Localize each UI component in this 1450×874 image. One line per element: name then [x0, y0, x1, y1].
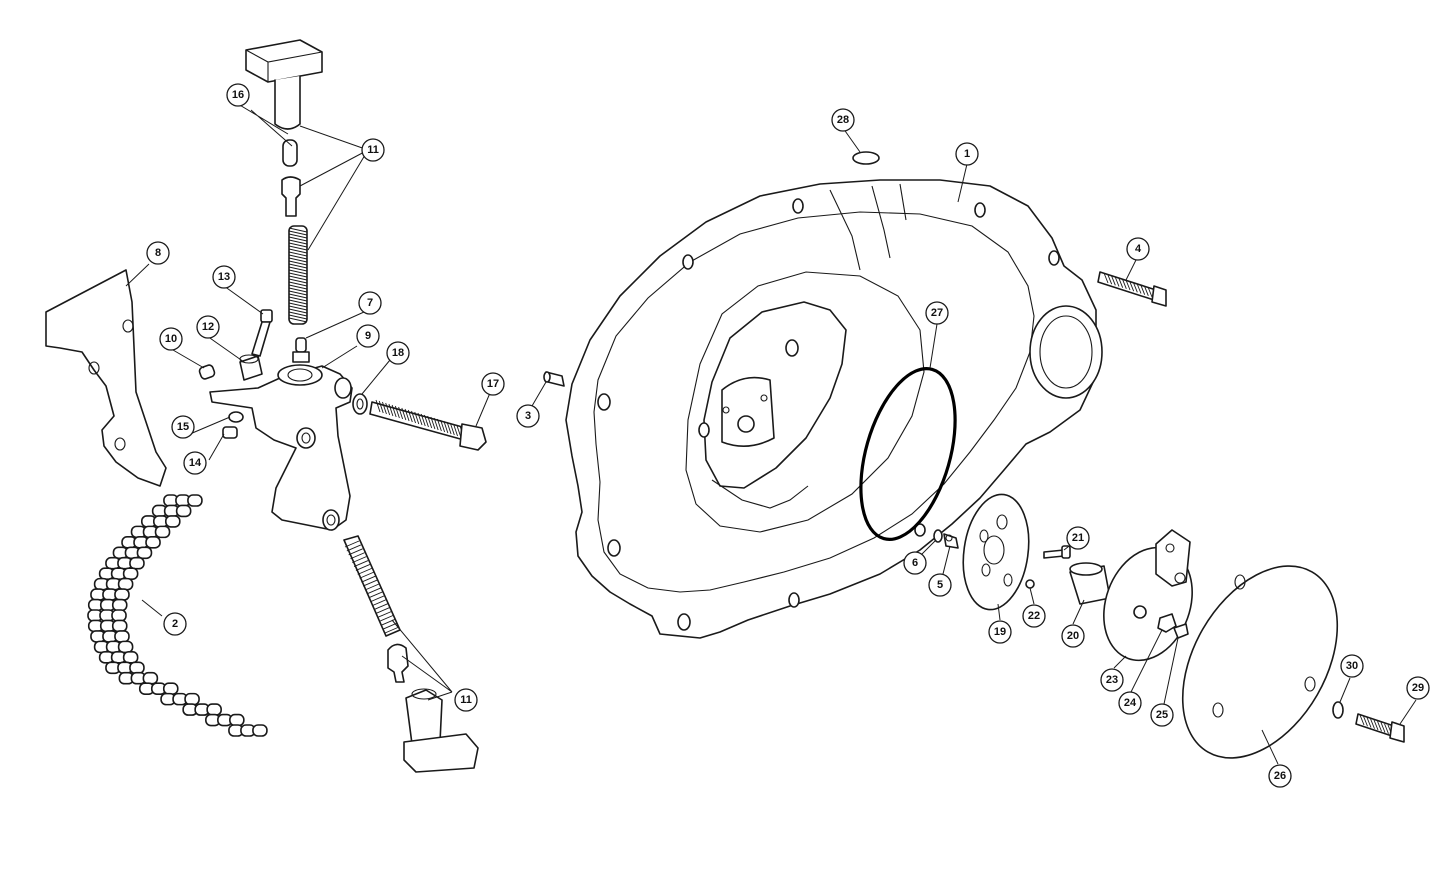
- callout-8-label: 8: [155, 247, 161, 259]
- callout-9-label: 9: [365, 330, 371, 342]
- callout-1-label: 1: [964, 148, 970, 160]
- callout-28: 28: [831, 108, 855, 132]
- callout-24-label: 24: [1124, 697, 1137, 709]
- callout-17: 17: [481, 372, 505, 396]
- callout-26-label: 26: [1274, 770, 1286, 782]
- callout-7-label: 7: [367, 297, 373, 309]
- callout-13: 13: [212, 265, 236, 289]
- callout-29: 29: [1406, 676, 1430, 700]
- lower-plunger-part: [387, 643, 409, 683]
- lower-tensioner-pad: [403, 688, 479, 773]
- upper-threaded-rod: [288, 225, 308, 325]
- callout-10: 10: [159, 327, 183, 351]
- small-washer-22: [1025, 579, 1035, 589]
- pin-part: [282, 139, 298, 167]
- callout-19: 19: [988, 620, 1012, 644]
- primary-cover: [565, 179, 1103, 639]
- plunger-part: [281, 176, 301, 217]
- grease-nipple: [292, 337, 310, 363]
- callout-16: 16: [226, 83, 250, 107]
- leader-lines: [125, 103, 1417, 765]
- callout-12: 12: [196, 315, 220, 339]
- callout-26: 26: [1268, 764, 1292, 788]
- callout-19-label: 19: [994, 626, 1006, 638]
- washer-18-part: [352, 393, 368, 415]
- callout-21: 21: [1066, 526, 1090, 550]
- callout-4-label: 4: [1135, 243, 1142, 255]
- callout-4: 4: [1126, 237, 1150, 261]
- nut-5-part: [943, 533, 959, 549]
- callout-6: 6: [903, 551, 927, 575]
- callout-3: 3: [516, 404, 540, 428]
- callout-7: 7: [358, 291, 382, 315]
- upper-tensioner-pad: [245, 39, 323, 130]
- inspection-cover-disc: [1181, 565, 1339, 759]
- dowel-part: [543, 371, 565, 387]
- lower-threaded-rod: [343, 535, 401, 637]
- bolt-21-part: [1043, 545, 1071, 559]
- callout-25-label: 25: [1156, 709, 1168, 721]
- bolt-13-part: [251, 309, 273, 357]
- washer-6-part: [933, 529, 943, 543]
- cap-screw-29: [1355, 713, 1405, 743]
- callout-1: 1: [955, 142, 979, 166]
- callout-30-label: 30: [1346, 660, 1358, 672]
- callout-14: 14: [183, 451, 207, 475]
- o-ring: [859, 367, 957, 541]
- callout-11-lower-label: 11: [460, 694, 472, 706]
- rotor-plate: [962, 493, 1030, 611]
- callout-13-label: 13: [218, 271, 230, 283]
- chain-guide-plate: [45, 269, 167, 487]
- cap-screw-4: [1097, 271, 1167, 307]
- callout-23-label: 23: [1106, 674, 1118, 686]
- callout-15-label: 15: [177, 421, 189, 433]
- callout-20: 20: [1061, 624, 1085, 648]
- callout-22: 22: [1022, 604, 1046, 628]
- callout-9: 9: [356, 324, 380, 348]
- nut-14-part: [222, 426, 238, 439]
- callout-5: 5: [928, 573, 952, 597]
- spacer-sleeve: [1069, 562, 1111, 605]
- callout-25: 25: [1150, 703, 1174, 727]
- callout-29-label: 29: [1412, 682, 1424, 694]
- callout-30: 30: [1340, 654, 1364, 678]
- callout-2-label: 2: [172, 618, 178, 630]
- callout-22-label: 22: [1028, 610, 1040, 622]
- callout-3-label: 3: [525, 410, 531, 422]
- callout-11-upper: 11: [361, 138, 385, 162]
- drive-chain: [87, 494, 268, 737]
- callout-8: 8: [146, 241, 170, 265]
- callout-11-lower: 11: [454, 688, 478, 712]
- callout-15: 15: [171, 415, 195, 439]
- callout-16-label: 16: [232, 89, 244, 101]
- grub-screw-part: [198, 364, 216, 380]
- callout-27-label: 27: [931, 307, 943, 319]
- callout-23: 23: [1100, 668, 1124, 692]
- callout-14-label: 14: [189, 457, 202, 469]
- nut-24-part: [1157, 613, 1177, 633]
- callout-6-label: 6: [912, 557, 918, 569]
- callout-11-upper-label: 11: [367, 144, 379, 156]
- small-seal-ring: [852, 151, 880, 165]
- callout-18-label: 18: [392, 347, 404, 359]
- callout-10-label: 10: [165, 333, 177, 345]
- callout-5-label: 5: [937, 579, 943, 591]
- callout-12-label: 12: [202, 321, 214, 333]
- callout-20-label: 20: [1067, 630, 1079, 642]
- callout-2: 2: [163, 612, 187, 636]
- callout-28-label: 28: [837, 114, 849, 126]
- contact-breaker-plate: [1103, 529, 1193, 662]
- callout-17-label: 17: [487, 378, 499, 390]
- callout-21-label: 21: [1072, 532, 1084, 544]
- nut-15-part: [228, 411, 244, 423]
- callout-27: 27: [925, 301, 949, 325]
- callout-24: 24: [1118, 691, 1142, 715]
- callout-18: 18: [386, 341, 410, 365]
- nut-25-part: [1173, 623, 1189, 639]
- tensioner-body: [209, 364, 353, 531]
- bush-12-part: [239, 354, 263, 381]
- washer-30-part: [1332, 701, 1344, 719]
- bolt-17-part: [369, 399, 487, 451]
